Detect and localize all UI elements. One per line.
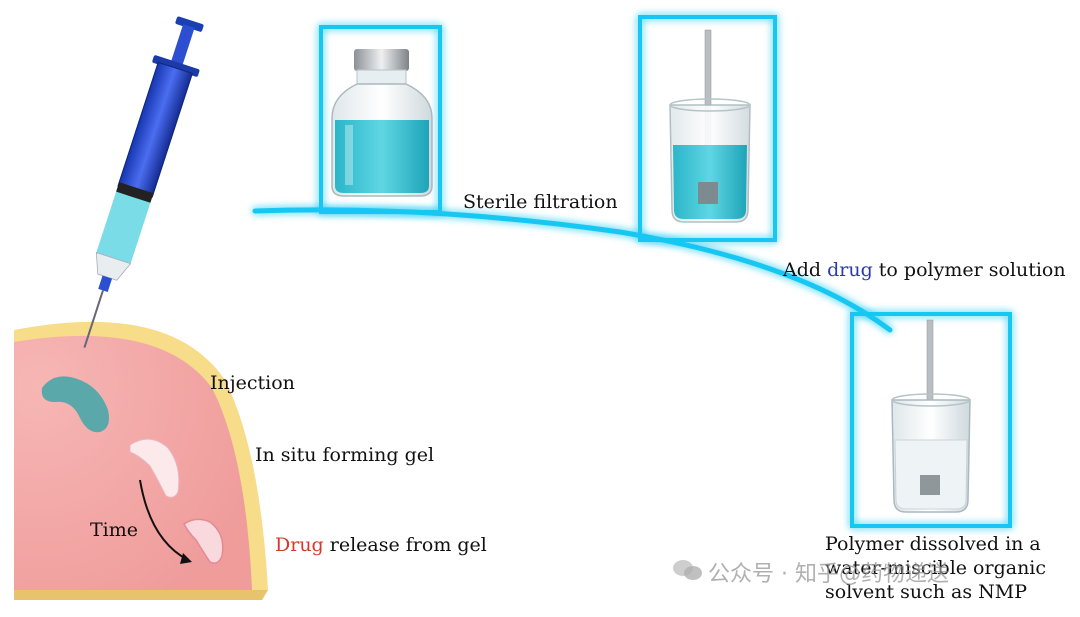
injection-label: Injection xyxy=(210,372,295,394)
time-label: Time xyxy=(90,519,139,541)
polymer-beaker-frame xyxy=(850,312,1012,528)
drug-beaker-frame xyxy=(638,15,777,242)
drug-keyword: drug xyxy=(827,259,873,281)
sterile-filtration-label: Sterile filtration xyxy=(463,191,618,213)
tissue-section xyxy=(14,321,268,600)
add-drug-label: Add drug to polymer solution xyxy=(783,259,1066,281)
chat-bubble-icon xyxy=(673,560,702,580)
beaker-polymer-icon xyxy=(891,319,971,513)
in-situ-gel-label: In situ forming gel xyxy=(255,444,435,466)
beaker-stirrer-icon xyxy=(669,29,751,223)
injected-depot xyxy=(41,376,109,433)
drug-release-label: Drug release from gel xyxy=(275,534,487,556)
vial-frame xyxy=(319,25,442,214)
drug-keyword-red: Drug xyxy=(275,534,324,556)
time-arrow xyxy=(139,479,189,561)
in-situ-gel xyxy=(129,438,180,498)
watermark: 公众号 · 知乎@药物递送 xyxy=(708,562,949,587)
vial-icon xyxy=(331,49,433,197)
syringe-icon xyxy=(83,16,204,348)
releasing-gel xyxy=(183,518,224,564)
polymer-label: Polymer dissolved in a water-miscible or… xyxy=(825,533,1047,603)
